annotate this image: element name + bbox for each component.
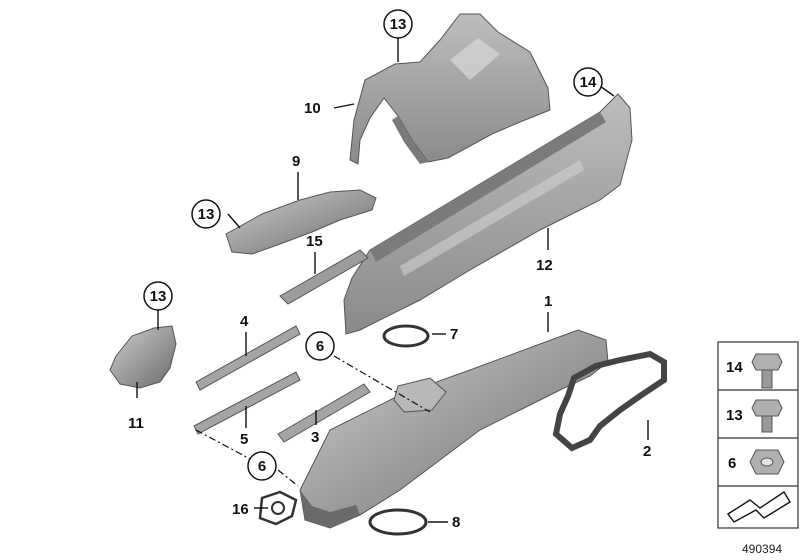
exhaust-manifold bbox=[299, 329, 609, 529]
seal-rings bbox=[368, 324, 430, 536]
manifold-gasket bbox=[552, 350, 667, 452]
callout-7: 7 bbox=[450, 326, 458, 343]
legend-label-14: 14 bbox=[726, 359, 743, 376]
reference-number: 490394 bbox=[742, 542, 782, 556]
callout-13c-circle bbox=[143, 281, 173, 311]
callout-9: 9 bbox=[292, 153, 300, 170]
callout-1: 1 bbox=[544, 293, 552, 310]
callout-3: 3 bbox=[311, 429, 319, 446]
callout-13b-circle bbox=[191, 199, 221, 229]
hex-bolt-short-icon bbox=[751, 399, 783, 433]
callouts: 1 2 3 4 5 6 6 7 8 9 10 11 12 13 13 13 14… bbox=[128, 9, 651, 531]
callout-5: 5 bbox=[240, 431, 248, 448]
support-bracket-rod bbox=[279, 249, 369, 305]
heat-shield-turbo bbox=[349, 13, 551, 165]
callout-14: 14 bbox=[580, 74, 597, 91]
callout-6a-circle bbox=[305, 331, 335, 361]
heat-shield-small bbox=[225, 189, 377, 255]
small-flange-gasket bbox=[258, 490, 298, 526]
callout-13a: 13 bbox=[390, 16, 407, 33]
callout-15: 15 bbox=[306, 233, 323, 250]
leader-lines bbox=[136, 38, 649, 523]
callout-14-circle bbox=[573, 67, 603, 97]
callout-6b-circle bbox=[247, 451, 277, 481]
callout-16: 16 bbox=[232, 501, 249, 518]
callout-4: 4 bbox=[240, 313, 249, 330]
callout-10: 10 bbox=[304, 100, 321, 117]
heat-shield-manifold bbox=[343, 93, 633, 335]
legend-label-6: 6 bbox=[728, 455, 736, 472]
callout-6a: 6 bbox=[316, 338, 324, 355]
callout-11: 11 bbox=[128, 415, 144, 432]
callout-8: 8 bbox=[452, 514, 460, 531]
callout-13a-circle bbox=[383, 9, 413, 39]
heat-shield-bracket bbox=[109, 325, 177, 389]
hex-bolt-long-icon bbox=[751, 353, 783, 389]
callout-13b: 13 bbox=[198, 206, 215, 223]
hardware-legend: 14 13 6 bbox=[717, 341, 799, 529]
legend-label-13: 13 bbox=[726, 407, 743, 424]
callout-2: 2 bbox=[643, 443, 651, 460]
hex-nut-icon bbox=[749, 449, 785, 475]
assembly-axis-lines bbox=[195, 355, 431, 487]
stud-bolts bbox=[193, 325, 371, 443]
callout-12: 12 bbox=[536, 257, 553, 274]
callout-13c: 13 bbox=[150, 288, 167, 305]
direction-arrow-icon bbox=[726, 491, 791, 523]
callout-6b: 6 bbox=[258, 458, 266, 475]
